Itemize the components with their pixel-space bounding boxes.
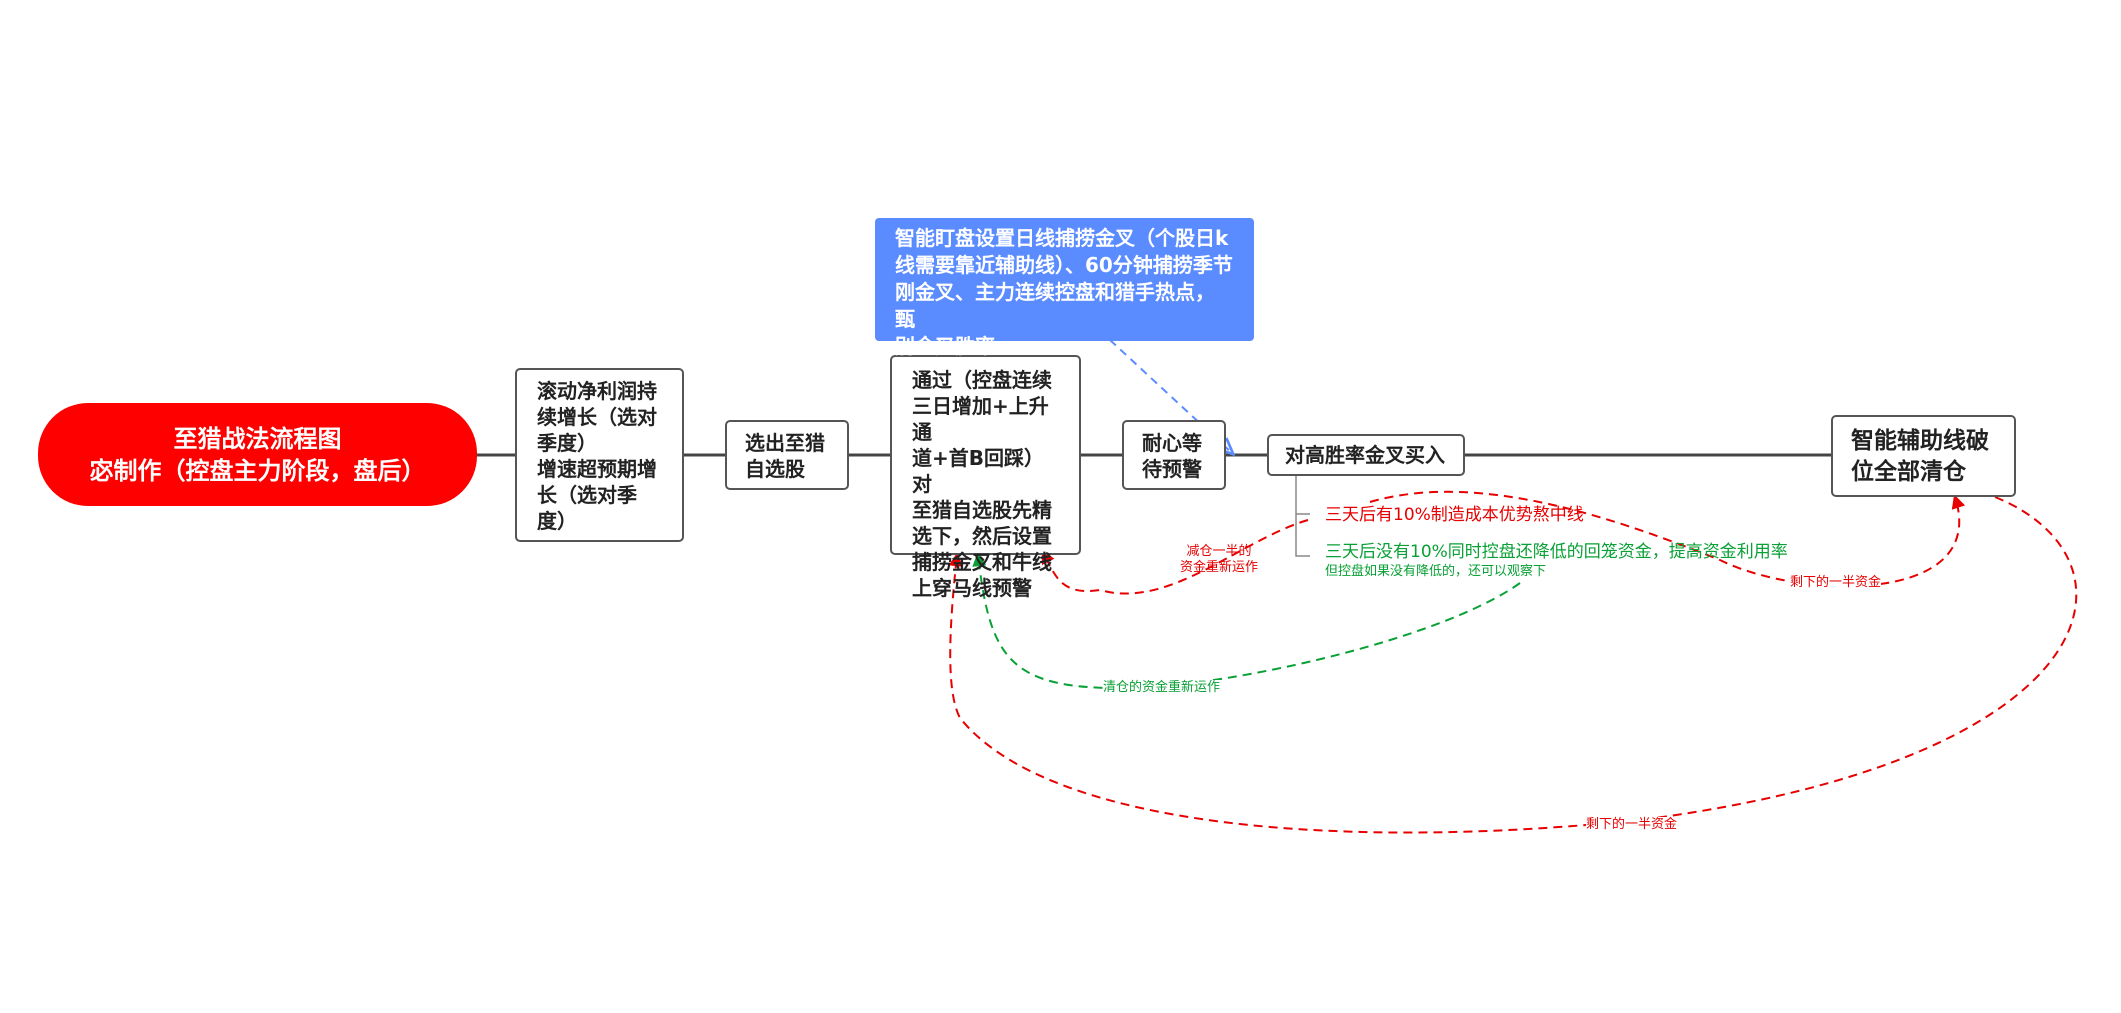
node-screening-alerts-line: 道+首B回踩）对 <box>912 446 1045 496</box>
node-profit-growth[interactable]: 滚动净利润持 续增长（选对 季度） 增速超预期增 长（选对季 度） <box>515 368 684 542</box>
root-subtitle: 宓制作（控盘主力阶段，盘后） <box>89 456 426 485</box>
red-loop-reduce <box>1041 519 1309 595</box>
branch-bracket <box>1295 475 1310 557</box>
node-wait-alert-line: 耐心等 <box>1142 431 1202 455</box>
root-title: 至猎战法流程图 <box>173 424 342 453</box>
node-screening-alerts-line: 三日增加+上升通 <box>912 394 1049 444</box>
node-profit-growth-line: 增速超预期增 <box>537 457 657 481</box>
red-loop-to-n6 <box>1369 490 1966 588</box>
node-profit-growth-line: 度） <box>537 509 577 533</box>
node-clear-position-line: 智能辅助线破 <box>1851 428 1989 454</box>
node-wait-alert[interactable]: 耐心等 待预警 <box>1122 420 1226 490</box>
node-screening-alerts-line: 通过（控盘连续 <box>912 368 1052 392</box>
node-profit-growth-line: 滚动净利润持 <box>537 379 657 403</box>
edge-label-reduce-line: 资金重新运作 <box>1180 560 1259 575</box>
node-clear-position[interactable]: 智能辅助线破 位全部清仓 <box>1831 415 2016 497</box>
branch-recycle-capital-note: 但控盘如果没有降低的，还可以观察下 <box>1325 564 1547 579</box>
node-select-watchlist[interactable]: 选出至猎 自选股 <box>725 420 849 490</box>
node-select-watchlist-line: 自选股 <box>745 457 805 481</box>
note-smart-monitor-line: 智能盯盘设置日线捕捞金叉（个股日k <box>895 226 1229 250</box>
note-smart-monitor[interactable]: 智能盯盘设置日线捕捞金叉（个股日k 线需要靠近辅助线）、60分钟捕捞季节 刚金叉… <box>875 218 1254 358</box>
edge-label-clear-capital: 清仓的资金重新运作 <box>1103 680 1221 696</box>
node-clear-position-line: 位全部清仓 <box>1851 459 1966 485</box>
node-screening-alerts-line: 至猎自选股先精 <box>912 498 1052 522</box>
note-smart-monitor-line: 刚金叉、主力连续控盘和猎手热点，甄 <box>895 280 1215 331</box>
edge-label-reduce-line: 减仓一半的 <box>1186 544 1252 559</box>
node-screening-alerts-line: 捕捞金叉和牛线 <box>912 550 1052 574</box>
node-profit-growth-line: 续增长（选对 <box>537 405 657 429</box>
edge-label-remaining-half-n6: 剩下的一半资金 <box>1790 575 1882 591</box>
node-screening-alerts-line: 选下，然后设置 <box>912 524 1052 548</box>
edge-label-reduce: 减仓一半的 资金重新运作 <box>1180 544 1258 576</box>
node-screening-alerts[interactable]: 通过（控盘连续 三日增加+上升通 道+首B回踩）对 至猎自选股先精 选下，然后设… <box>890 355 1081 600</box>
node-select-watchlist-line: 选出至猎 <box>745 431 825 455</box>
branch-bracket-path <box>1295 475 1310 557</box>
branch-recycle-capital: 三天后没有10%同时控盘还降低的回笼资金，提高资金利用率 <box>1325 542 1788 562</box>
red-loop-big <box>948 496 2078 834</box>
node-buy-golden-cross[interactable]: 对高胜率金叉买入 <box>1267 434 1465 476</box>
node-screening-alerts-line: 上穿马线预警 <box>912 576 1032 600</box>
node-profit-growth-line: 季度） <box>537 431 597 455</box>
branch-profit-hold: 三天后有10%制造成本优势熬中线 <box>1325 505 1584 525</box>
node-wait-alert-line: 待预警 <box>1142 457 1202 481</box>
note-smart-monitor-line: 线需要靠近辅助线）、60分钟捕捞季节 <box>895 253 1233 277</box>
note-smart-monitor-line: 别金叉胜率 <box>895 334 995 358</box>
node-buy-golden-cross-line: 对高胜率金叉买入 <box>1285 443 1445 467</box>
edge-label-remaining-half-n3: 剩下的一半资金 <box>1586 817 1678 833</box>
root-title-node[interactable]: 至猎战法流程图 宓制作（控盘主力阶段，盘后） <box>38 403 477 506</box>
node-profit-growth-line: 长（选对季 <box>537 483 637 507</box>
